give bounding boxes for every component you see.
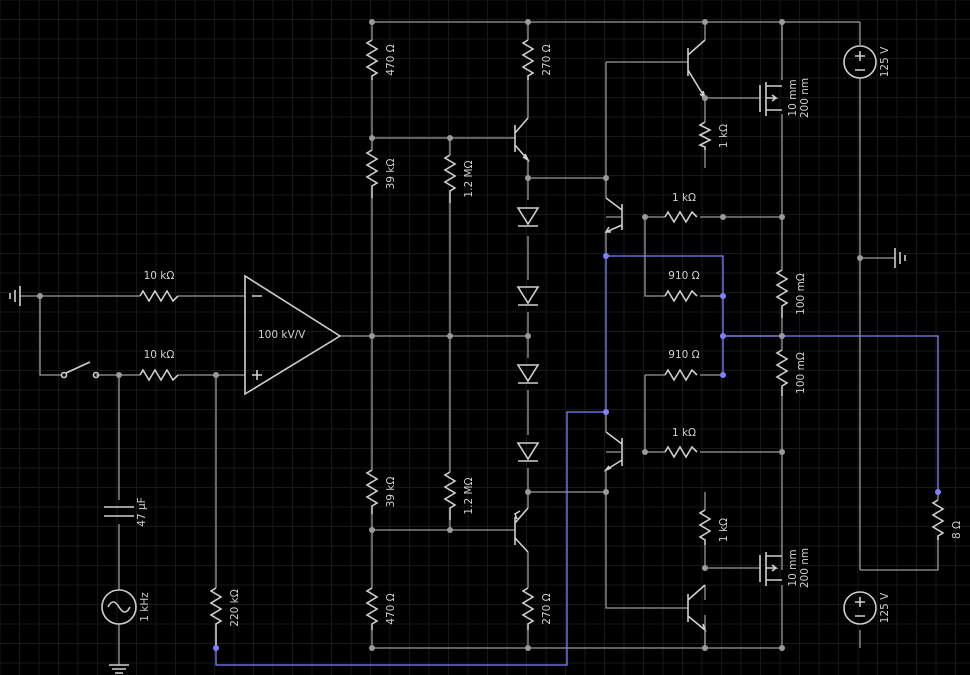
r-910-bot-label: 910 Ω (668, 349, 699, 361)
r-1k-top-h-label: 1 kΩ (672, 192, 696, 204)
dc-voltage-source-bottom[interactable] (843, 591, 877, 625)
r-1k-bot-v-label: 1 kΩ (718, 518, 730, 542)
diodes[interactable] (516, 207, 540, 462)
selected-wires[interactable] (215, 255, 939, 666)
v-top-label: 125 V (879, 46, 891, 77)
r-in-top-label: 10 kΩ (144, 270, 175, 282)
dc-voltage-source-top[interactable] (843, 45, 877, 79)
bjt-transistors[interactable] (514, 39, 707, 648)
r-1k-bot-h-label: 1 kΩ (672, 427, 696, 439)
r-270-bot-label: 270 Ω (541, 593, 553, 624)
v-bot-label: 125 V (879, 592, 891, 623)
r-1k-top-v-label: 1 kΩ (718, 124, 730, 148)
ground-icon[interactable] (894, 248, 906, 268)
r-12m-bot-label: 1.2 MΩ (463, 477, 475, 514)
switch[interactable] (60, 361, 100, 379)
resistors-horizontal[interactable] (139, 210, 698, 459)
r-100m-top-label: 100 mΩ (795, 273, 807, 315)
ground-icon[interactable] (9, 286, 21, 306)
opamp-gain-label: 100 kV/V (258, 329, 306, 341)
r-470-bot-label: 470 Ω (385, 593, 397, 624)
cap-label: 47 µF (136, 497, 148, 526)
r-39k-bot-label: 39 kΩ (385, 477, 397, 508)
resistors-vertical[interactable] (209, 39, 945, 648)
op-amp[interactable] (244, 274, 342, 396)
r-470-top-label: 470 Ω (385, 44, 397, 75)
mos-top-l2: 200 nm (799, 78, 811, 118)
mos-bot-l2: 200 nm (799, 548, 811, 588)
ground-icon[interactable] (109, 664, 129, 674)
r-100m-bot-label: 100 mΩ (795, 352, 807, 394)
selected-dots (213, 253, 941, 651)
r-in-bot-label: 10 kΩ (144, 349, 175, 361)
r-220k-label: 220 kΩ (229, 589, 241, 626)
r-910-top-label: 910 Ω (668, 270, 699, 282)
junction-dots (37, 19, 863, 651)
ac-source[interactable] (101, 589, 137, 625)
mos-bot-l1: 10 mm (787, 549, 799, 586)
capacitor[interactable] (104, 506, 134, 517)
r-39k-top-label: 39 kΩ (385, 159, 397, 190)
wires[interactable] (20, 21, 939, 665)
source-label: 1 kHz (139, 592, 151, 622)
r-12m-top-label: 1.2 MΩ (463, 160, 475, 197)
mos-top-l1: 10 mm (787, 79, 799, 116)
mosfets[interactable] (759, 82, 782, 586)
r-270-top-label: 270 Ω (541, 44, 553, 75)
r-load-label: 8 Ω (951, 521, 963, 539)
